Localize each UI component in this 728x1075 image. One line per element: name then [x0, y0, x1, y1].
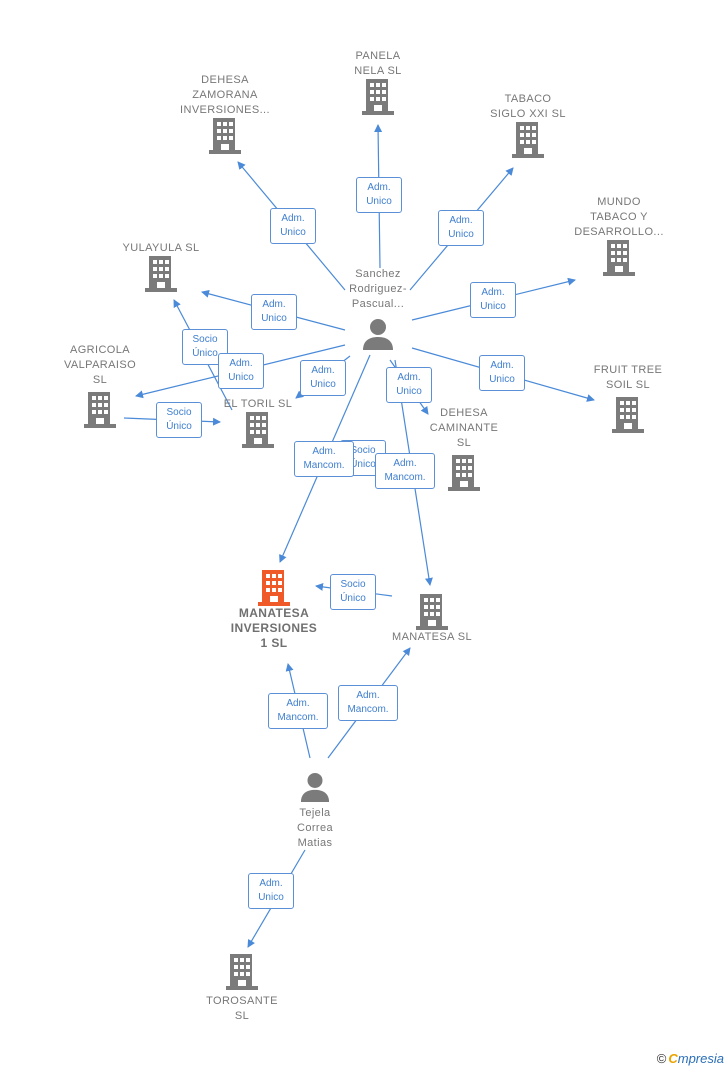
node-label: Tejela Correa Matias — [296, 807, 334, 849]
node-dehesa-zamorana[interactable]: DEHESA ZAMORANA INVERSIONES... — [170, 73, 280, 154]
node-label: MANATESA SL — [392, 631, 472, 643]
edge-label-mancom-caminante[interactable]: Adm. Mancom. — [375, 453, 435, 489]
node-sanchez[interactable]: Sanchez Rodriguez- Pascual... — [330, 267, 426, 350]
edge-label-tejela-manatesa1[interactable]: Adm. Mancom. — [268, 693, 328, 729]
node-mundo[interactable]: MUNDO TABACO Y DESARROLLO... — [566, 195, 672, 276]
node-label: DEHESA ZAMORANA INVERSIONES... — [180, 74, 270, 116]
node-label: TOROSANTE SL — [206, 995, 278, 1022]
edge-label-mancom-manatesa1[interactable]: Adm. Mancom. — [294, 441, 354, 477]
building-icon — [603, 240, 635, 276]
node-label: FRUIT TREE SOIL SL — [593, 364, 663, 391]
node-label: MANATESA INVERSIONES 1 SL — [230, 606, 318, 650]
node-label: PANELA NELA SL — [354, 50, 402, 77]
edge-label-torosante[interactable]: Adm. Unico — [248, 873, 294, 909]
edge-label-tejela-manatesa[interactable]: Adm. Mancom. — [338, 685, 398, 721]
person-icon — [300, 772, 330, 802]
empresia-watermark[interactable]: ©Cmpresia — [657, 1051, 724, 1066]
building-icon — [448, 455, 480, 491]
node-panela[interactable]: PANELA NELA SL — [330, 49, 426, 115]
node-label: Sanchez Rodriguez- Pascual... — [349, 268, 407, 310]
building-icon — [612, 397, 644, 433]
node-label: YULAYULA SL — [122, 242, 200, 254]
building-icon — [145, 256, 177, 292]
building-icon — [512, 122, 544, 158]
edge-label-socio-toril[interactable]: Socio Único — [156, 402, 202, 438]
node-agricola[interactable]: AGRICOLA VALPARAISO SL — [52, 343, 148, 428]
edge-label-socio-manatesa1[interactable]: Socio Único — [330, 574, 376, 610]
node-fruit-tree[interactable]: FRUIT TREE SOIL SL — [580, 363, 676, 433]
edge-label-panela[interactable]: Adm. Unico — [356, 177, 402, 213]
edge-label-yulayula[interactable]: Adm. Unico — [251, 294, 297, 330]
building-icon — [242, 412, 274, 448]
brand-name: mpresia — [677, 1051, 724, 1066]
building-icon — [258, 570, 290, 606]
edge-label-agricola[interactable]: Adm. Unico — [218, 353, 264, 389]
building-icon — [209, 118, 241, 154]
building-icon — [362, 79, 394, 115]
edge-label-mundo[interactable]: Adm. Unico — [470, 282, 516, 318]
node-torosante[interactable]: TOROSANTE SL — [194, 954, 290, 1024]
node-label: MUNDO TABACO Y DESARROLLO... — [574, 196, 664, 238]
edge-label-dehesa-zamorana[interactable]: Adm. Unico — [270, 208, 316, 244]
building-icon — [416, 594, 448, 630]
node-dehesa-caminante[interactable]: DEHESA CAMINANTE SL — [416, 406, 512, 491]
node-label: EL TORIL SL — [223, 398, 293, 410]
building-icon — [84, 392, 116, 428]
node-tejela[interactable]: Tejela Correa Matias — [270, 772, 360, 851]
edge-label-caminante[interactable]: Adm. Unico — [386, 367, 432, 403]
edge-label-toril[interactable]: Adm. Unico — [300, 360, 346, 396]
node-manatesa-inversiones-1[interactable]: MANATESA INVERSIONES 1 SL — [218, 570, 330, 651]
node-tabaco[interactable]: TABACO SIGLO XXI SL — [476, 92, 580, 158]
node-label: DEHESA CAMINANTE SL — [429, 407, 499, 449]
node-yulayula[interactable]: YULAYULA SL — [106, 241, 216, 292]
node-manatesa[interactable]: MANATESA SL — [380, 594, 484, 645]
edge-label-tabaco[interactable]: Adm. Unico — [438, 210, 484, 246]
brand-initial: C — [668, 1051, 678, 1066]
copyright-symbol: © — [656, 1051, 667, 1066]
edge-label-fruit[interactable]: Adm. Unico — [479, 355, 525, 391]
node-label: AGRICOLA VALPARAISO SL — [63, 344, 137, 386]
node-el-toril[interactable]: EL TORIL SL — [210, 397, 306, 448]
building-icon — [226, 954, 258, 990]
node-label: TABACO SIGLO XXI SL — [490, 93, 566, 120]
person-icon — [363, 319, 393, 350]
